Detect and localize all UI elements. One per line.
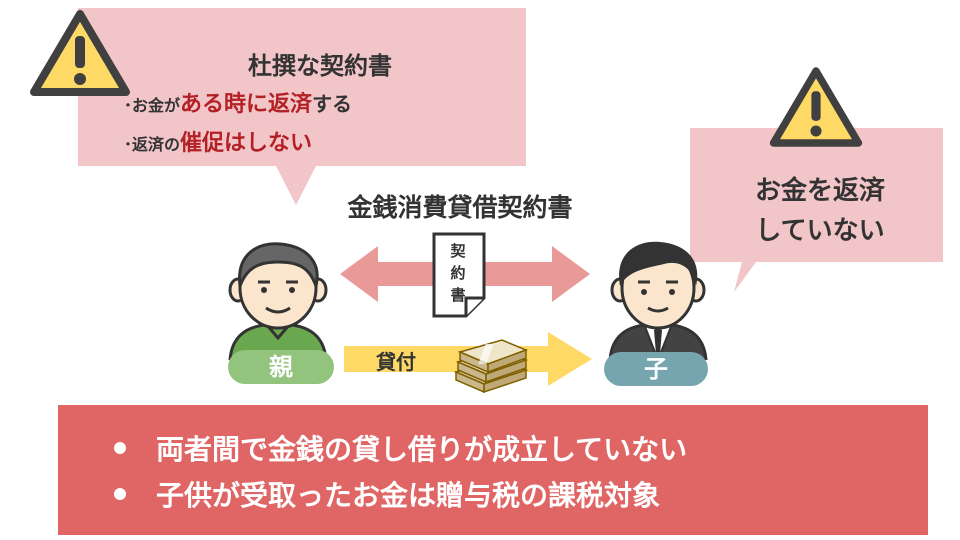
bullet: ･ — [124, 135, 133, 154]
bubble-line-1: ･お金がある時に返済する — [124, 86, 352, 118]
bullet-icon — [114, 488, 126, 500]
warning-icon — [769, 67, 863, 147]
summary-item: 子供が受取ったお金は贈与税の課税対象 — [114, 474, 660, 514]
contract-title: 金銭消費貸借契約書 — [347, 193, 573, 222]
bubble-line-2: ･返済の催促はしない — [124, 125, 312, 157]
document-char: 書 — [450, 286, 466, 304]
parent-label: 親 — [228, 350, 334, 384]
summary-text: 両者間で金銭の貸し借りが成立していない — [156, 433, 688, 466]
money-stack-icon — [453, 339, 529, 394]
document-char: 契 — [450, 242, 466, 260]
document-char: 約 — [450, 264, 466, 282]
bubble-text-line-2: していない — [755, 216, 885, 246]
bubble-text: が — [164, 96, 181, 115]
bubble-highlight: ある時に返済 — [180, 92, 313, 117]
bubble-highlight: 催促はしない — [180, 131, 313, 156]
summary-text: 子供が受取ったお金は贈与税の課税対象 — [156, 479, 661, 512]
bullet: ･ — [124, 96, 133, 115]
child-label: 子 — [604, 352, 708, 386]
summary-box — [58, 405, 928, 535]
bubble-title: 杜撰な契約書 — [248, 52, 392, 80]
summary-item: 両者間で金銭の貸し借りが成立していない — [114, 428, 687, 468]
bubble-text-line-1: お金を返済 — [754, 176, 885, 206]
bubble-text: 返済の — [132, 135, 181, 154]
loan-label: 貸付 — [376, 350, 416, 374]
child-avatar — [608, 241, 708, 360]
document-icon — [432, 232, 486, 318]
warning-icon — [30, 10, 130, 96]
bullet-icon — [114, 442, 126, 454]
bubble-text: お金 — [132, 96, 165, 115]
bubble-text: する — [312, 92, 353, 116]
parent-avatar — [228, 242, 328, 360]
